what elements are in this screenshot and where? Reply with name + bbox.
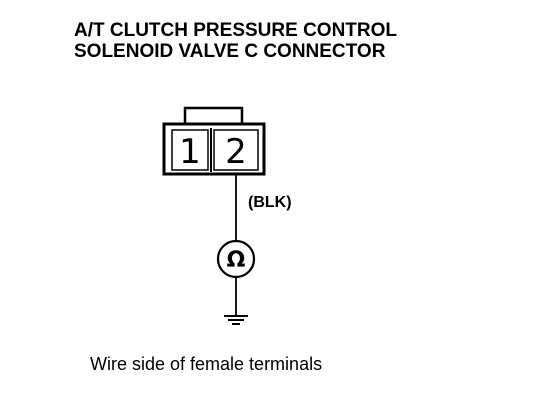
pin-cell-1 — [171, 129, 209, 171]
connector-lock-tab — [183, 106, 244, 124]
pin-label-2: 2 — [225, 132, 247, 172]
ohm-symbol: Ω — [227, 248, 246, 273]
ground-icon — [224, 315, 248, 325]
wire-color-label: (BLK) — [248, 194, 292, 211]
title-line-1: A/T CLUTCH PRESSURE CONTROL — [74, 20, 397, 41]
diagram-title: A/T CLUTCH PRESSURE CONTROL SOLENOID VAL… — [74, 20, 397, 62]
view-caption: Wire side of female terminals — [90, 354, 323, 374]
pin-label-1: 1 — [179, 132, 201, 172]
pin-cell-2 — [213, 129, 259, 171]
title-line-2: SOLENOID VALVE C CONNECTOR — [74, 41, 386, 62]
